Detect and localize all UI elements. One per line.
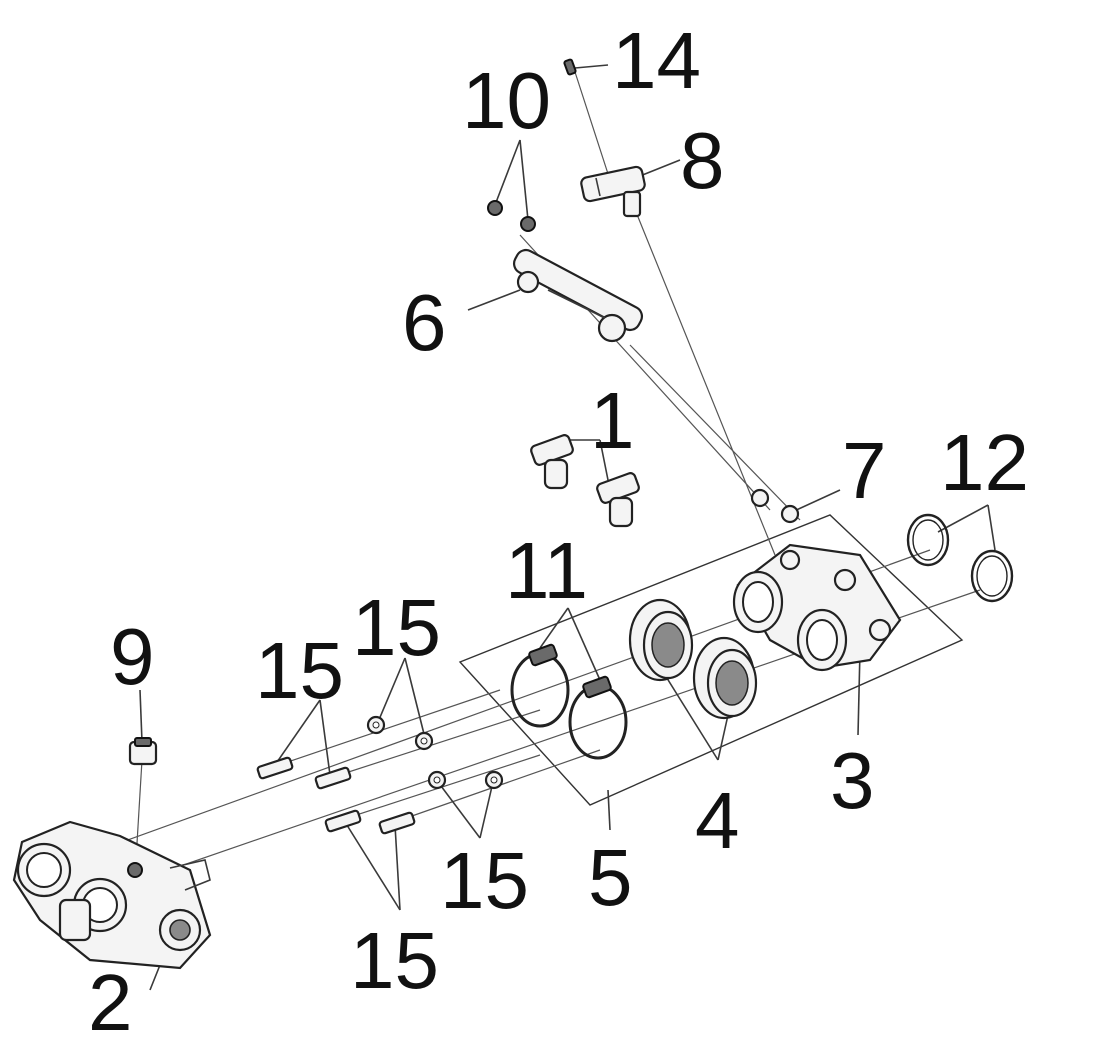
part-2-throttle-body: [12, 820, 212, 970]
callout-6: 6: [402, 278, 447, 367]
callout-9: 9: [110, 612, 155, 701]
callout-14-upper: 15: [352, 583, 441, 672]
callout-10: 10: [462, 56, 551, 145]
part-13-screw: [563, 58, 577, 76]
callout-1: 1: [590, 376, 635, 465]
callout-3: 3: [830, 736, 875, 825]
callout-labels: 14 10 8 6 1 7 12 11 15 9 15 3 4 5 15 15 …: [88, 16, 1029, 1039]
part-6-fuel-rail: [512, 248, 644, 343]
part-7-washers: [750, 488, 800, 524]
part-15-bolts: [256, 756, 416, 835]
part-10-nuts: [487, 200, 536, 232]
part-8-sensor: [580, 165, 646, 218]
part-14-washers: [366, 715, 504, 790]
callout-11: 11: [505, 526, 588, 615]
callout-13: 14: [612, 16, 701, 105]
part-11-clamps: [510, 643, 628, 760]
callout-15-lower: 15: [350, 916, 439, 1005]
callout-14-lower: 15: [440, 836, 529, 925]
callout-12: 12: [940, 418, 1029, 507]
part-3-manifold: [732, 543, 902, 672]
part-1-injectors: [530, 434, 640, 528]
callout-8: 8: [680, 116, 725, 205]
assembly-outline: [458, 514, 964, 806]
part-9-plug: [128, 737, 158, 766]
part-12-o-rings: [906, 513, 1014, 603]
callout-4: 4: [695, 776, 740, 865]
callout-5: 5: [588, 833, 633, 922]
callout-7: 7: [842, 426, 887, 515]
part-4-boots: [628, 598, 758, 720]
callout-15-upper: 15: [255, 626, 344, 715]
callout-2: 2: [88, 958, 133, 1039]
